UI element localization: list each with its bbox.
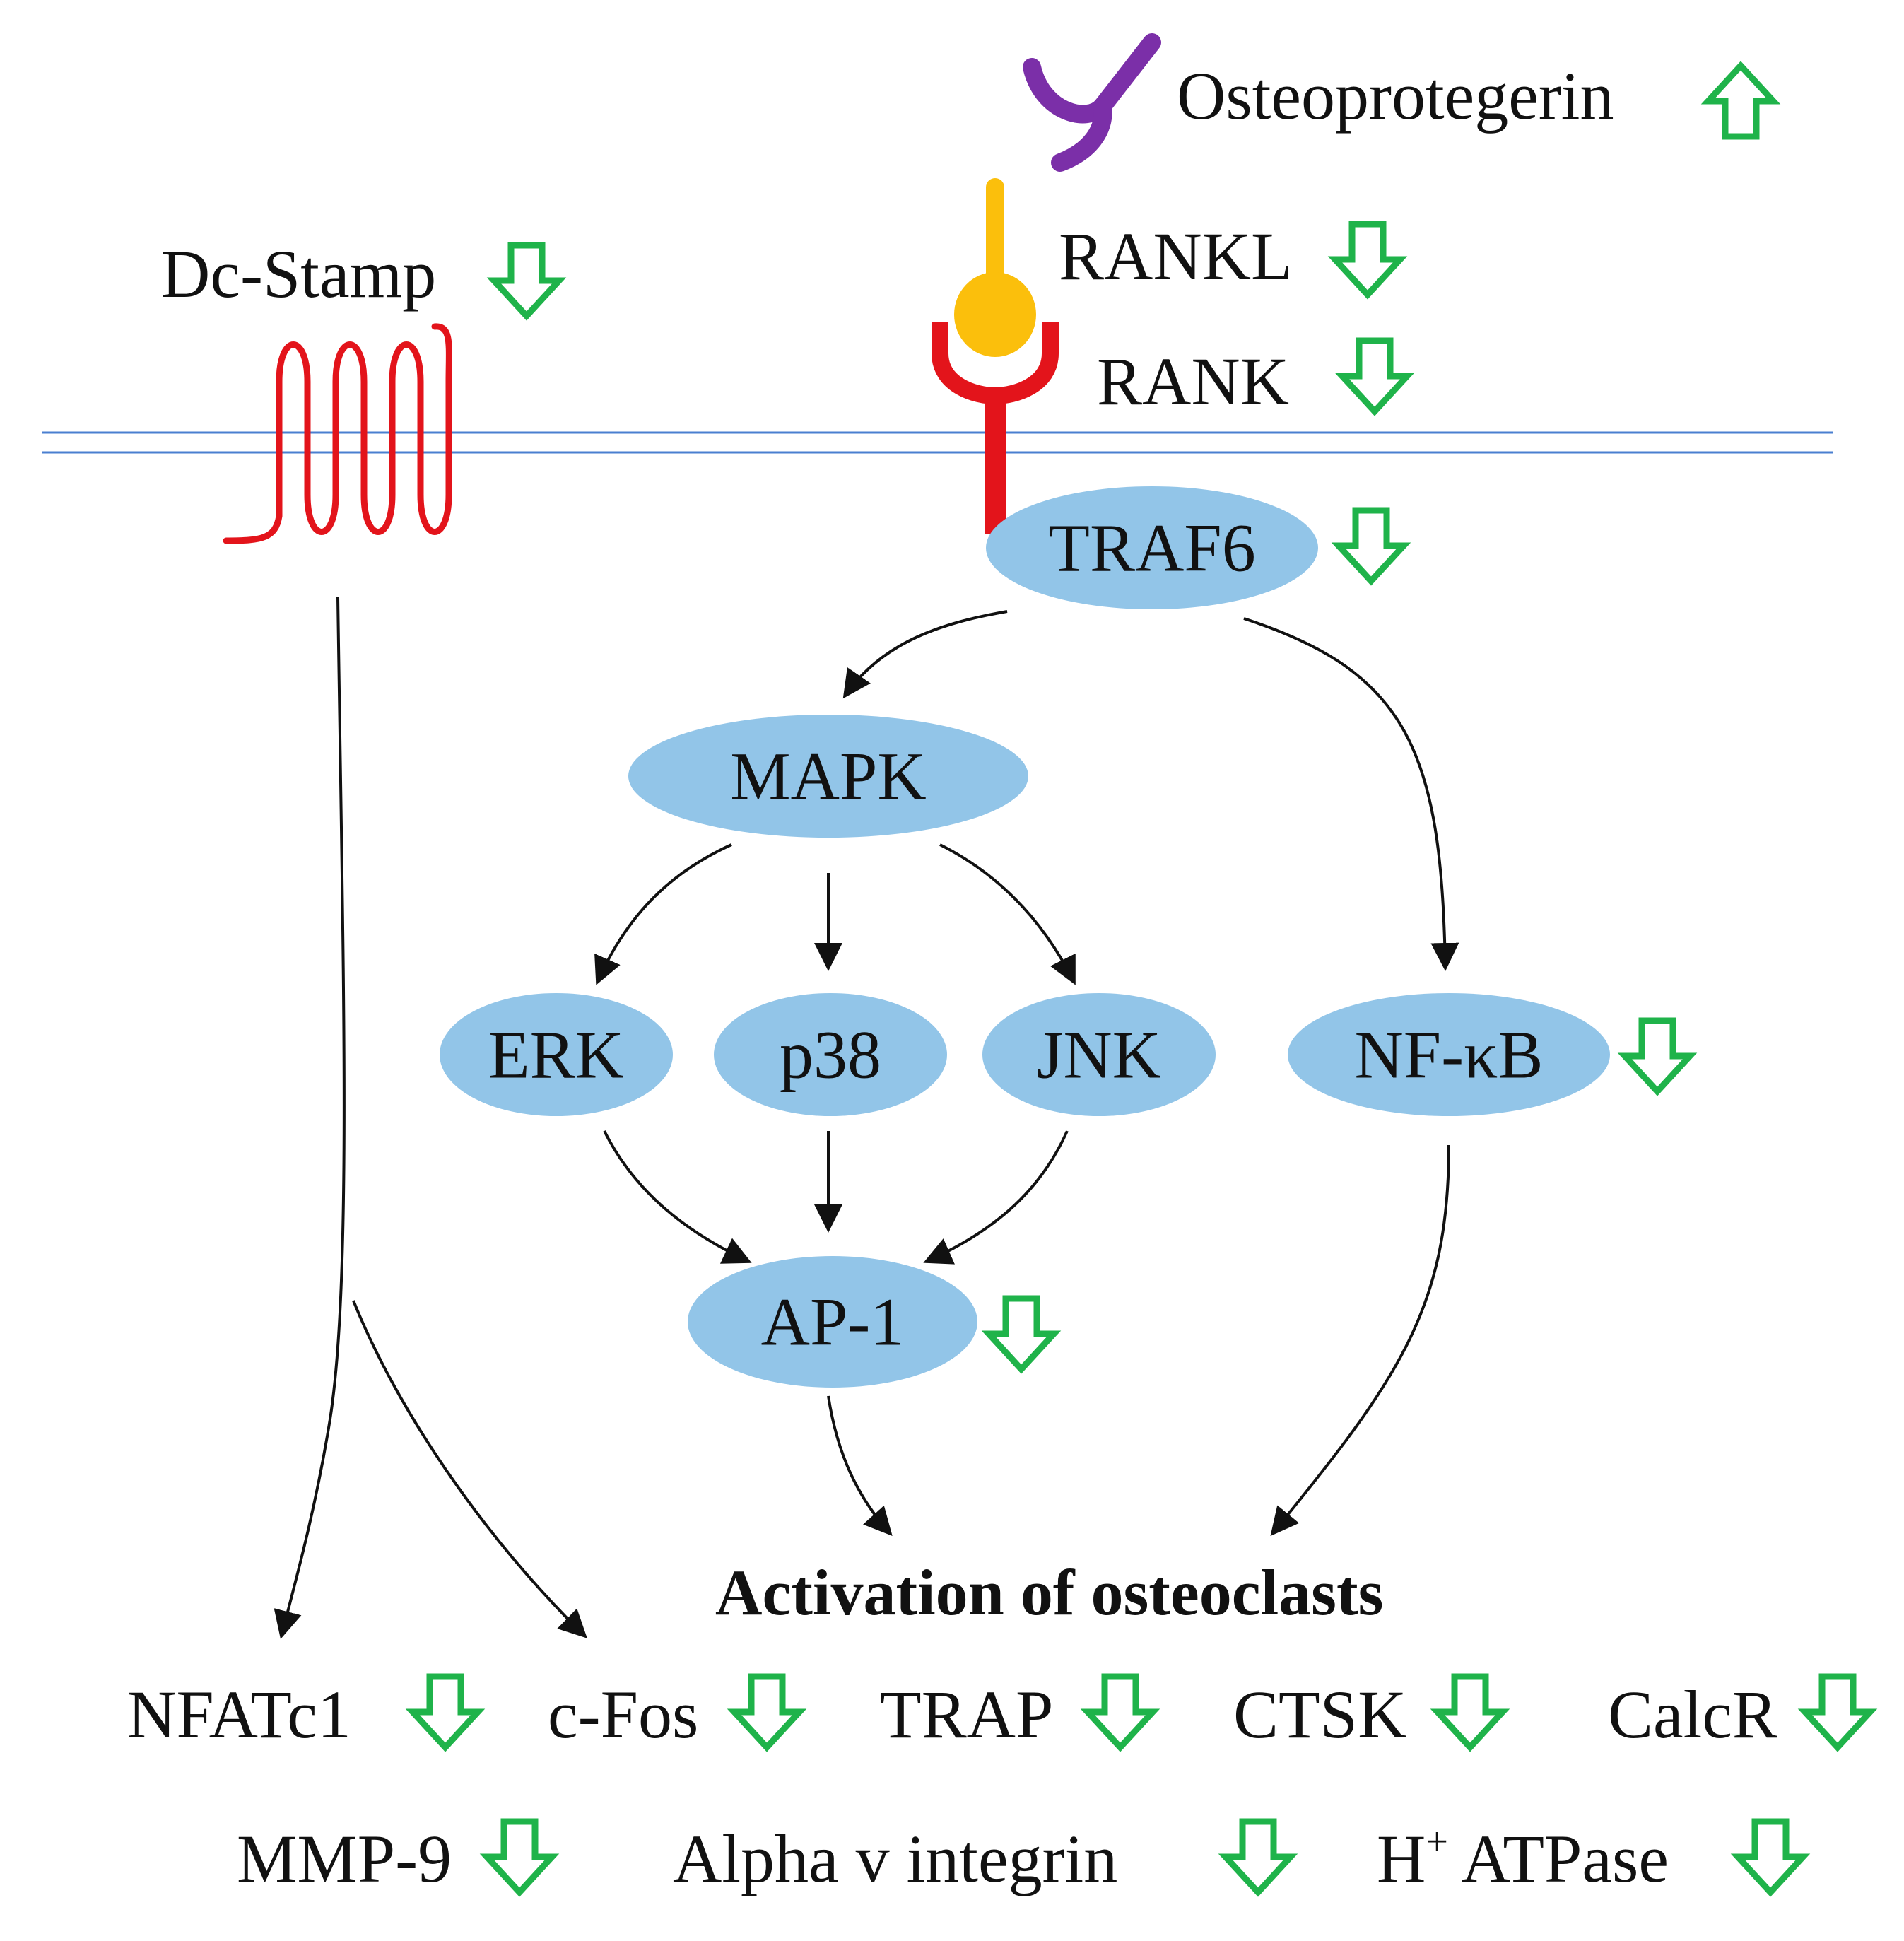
ap1-down-arrow-icon (989, 1298, 1054, 1369)
rankl-ligand-shape (954, 178, 1036, 357)
rankl-label: RANKL (1059, 218, 1293, 294)
nfkb-label: NF-κB (1354, 1017, 1543, 1093)
marker-mmp9-label: MMP-9 (237, 1821, 452, 1896)
marker-h-atpase-label: H+ ATPase (1377, 1820, 1669, 1896)
arrow-erk-to-ap1 (603, 1130, 752, 1264)
node-ap1: AP-1 (688, 1256, 977, 1388)
mapk-label: MAPK (730, 739, 926, 814)
h-atpase-down-arrow-icon (1738, 1822, 1803, 1892)
node-mapk: MAPK (628, 715, 1028, 838)
node-nfkb: NF-κB (1288, 993, 1610, 1116)
rankl-down-arrow-icon (1335, 224, 1400, 295)
arrow-traf6-to-nfkb (1243, 617, 1459, 971)
traf6-down-arrow-icon (1339, 510, 1404, 581)
calcr-down-arrow-icon (1805, 1677, 1870, 1747)
dc-stamp-label: Dc-Stamp (161, 236, 436, 312)
arrow-nfkb-to-activation (1270, 1144, 1450, 1537)
node-jnk: JNK (982, 993, 1216, 1116)
cfos-down-arrow-icon (734, 1677, 799, 1747)
arrow-traf6-to-mapk (842, 610, 1008, 699)
dc-stamp-protein-shape (223, 323, 452, 544)
alpha-v-integrin-down-arrow-icon (1226, 1822, 1291, 1892)
trap-down-arrow-icon (1088, 1677, 1153, 1747)
activation-of-osteoclasts-label: Activation of osteoclasts (715, 1556, 1383, 1629)
nfkb-down-arrow-icon (1625, 1021, 1690, 1091)
rank-label: RANK (1097, 344, 1289, 419)
ctsk-down-arrow-icon (1438, 1677, 1503, 1747)
marker-cfos-label: c-Fos (548, 1677, 698, 1752)
osteoprotegerin-up-arrow-icon (1708, 66, 1773, 136)
nfatc1-down-arrow-icon (413, 1677, 478, 1747)
arrow-mapk-to-erk (594, 843, 732, 985)
node-p38: p38 (714, 993, 947, 1116)
marker-nfatc1-label: NFATc1 (127, 1677, 351, 1752)
node-traf6: TRAF6 (986, 486, 1318, 609)
marker-alpha-v-integrin-label: Alpha v integrin (673, 1821, 1117, 1896)
ap1-label: AP-1 (761, 1284, 905, 1360)
osteoprotegerin-shape (1023, 33, 1161, 172)
dc-stamp-down-arrow-icon (494, 245, 559, 316)
traf6-label: TRAF6 (1048, 510, 1255, 586)
arrow-dcstamp-to-nfatc1 (274, 597, 346, 1639)
mmp9-down-arrow-icon (487, 1822, 552, 1892)
marker-trap-label: TRAP (880, 1677, 1053, 1752)
node-erk: ERK (440, 993, 673, 1116)
arrow-mapk-to-jnk (939, 843, 1076, 985)
p38-label: p38 (780, 1017, 881, 1093)
erk-label: ERK (488, 1017, 624, 1093)
osteoprotegerin-label: Osteoprotegerin (1177, 58, 1614, 134)
arrow-dcstamp-to-cfos (352, 1300, 587, 1638)
arrow-ap1-to-activation (827, 1395, 893, 1536)
marker-calcr-label: CalcR (1608, 1677, 1777, 1752)
rank-down-arrow-icon (1342, 341, 1407, 411)
arrow-jnk-to-ap1 (923, 1130, 1069, 1265)
jnk-label: JNK (1037, 1017, 1161, 1093)
marker-ctsk-label: CTSK (1233, 1677, 1406, 1752)
